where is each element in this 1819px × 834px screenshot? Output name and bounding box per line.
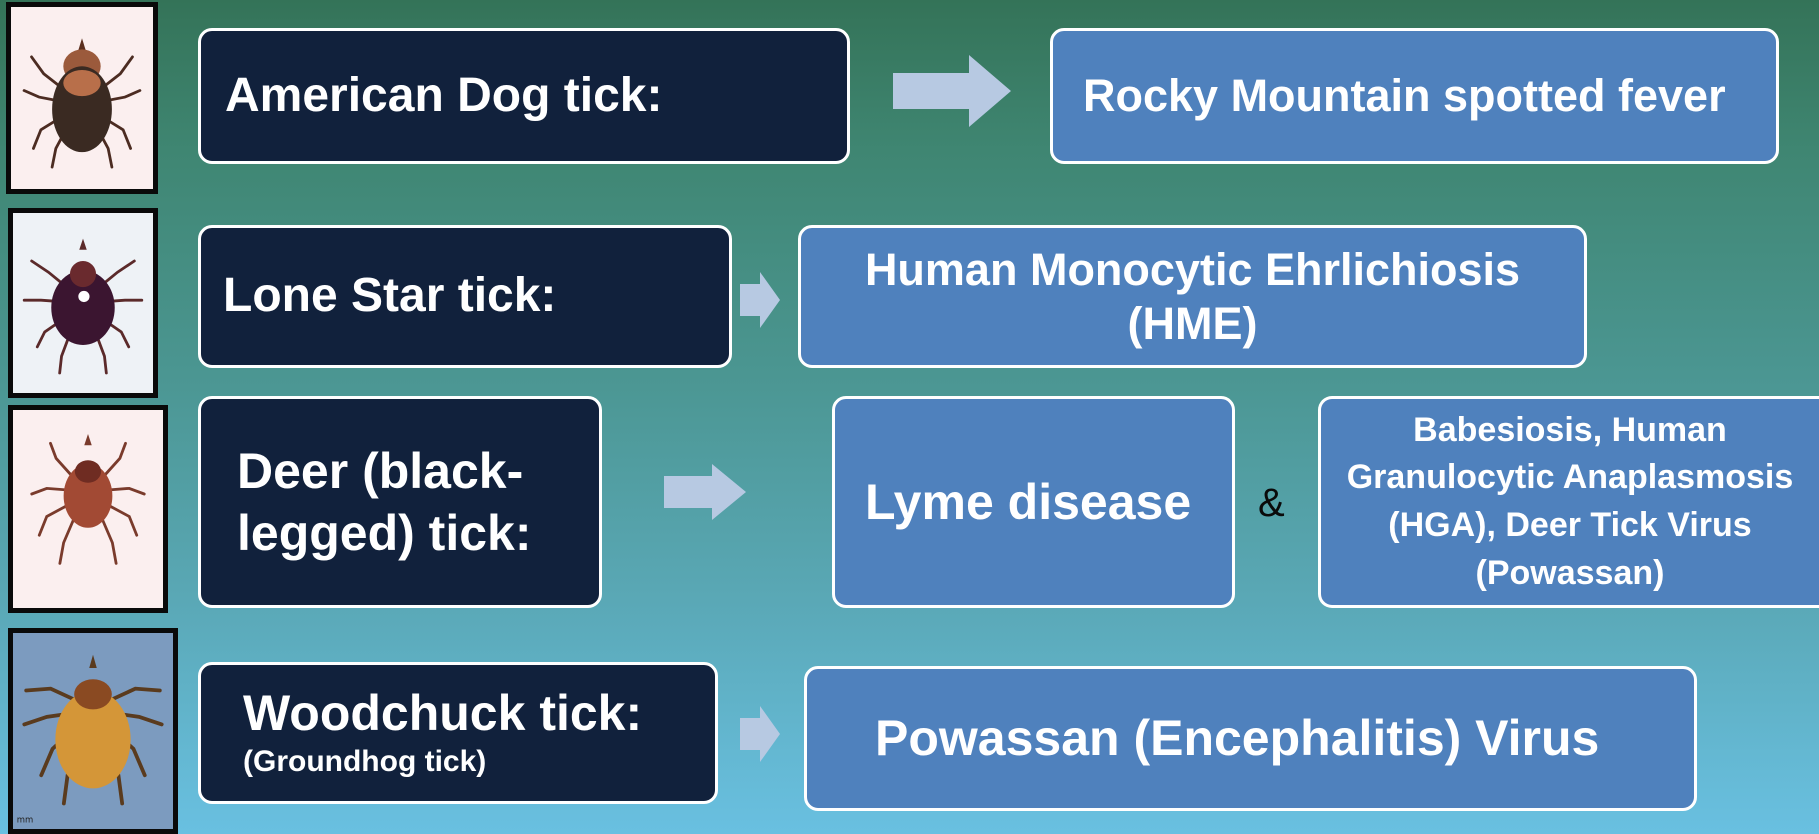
right-arrow-icon — [740, 706, 780, 762]
rocky-mountain-spotted-fever-box: Rocky Mountain spotted fever — [1050, 28, 1779, 164]
lone-star-tick-box: Lone Star tick: — [198, 225, 732, 368]
deer-tick-label: Deer (black-legged) tick: — [237, 440, 567, 565]
tick-illustration — [11, 7, 153, 189]
right-arrow-icon — [664, 464, 746, 520]
deer-tick-box: Deer (black-legged) tick: — [198, 396, 602, 608]
american-dog-tick-box: American Dog tick: — [198, 28, 850, 164]
lyme-disease-box: Lyme disease — [832, 396, 1235, 608]
babesiosis-hga-dtv-box: Babesiosis, Human Granulocytic Anaplasmo… — [1318, 396, 1819, 608]
disease-label: Rocky Mountain spotted fever — [1083, 71, 1776, 121]
hme-box: Human Monocytic Ehrlichiosis (HME) — [798, 225, 1587, 368]
deer-tick-photo — [8, 405, 168, 613]
ampersand-connector: & — [1258, 483, 1285, 523]
right-arrow-icon — [893, 55, 1011, 127]
american-dog-tick-label: American Dog tick: — [225, 70, 847, 123]
woodchuck-tick-photo: mm — [8, 628, 178, 834]
disease-label: Lyme disease — [865, 475, 1232, 530]
disease-label: Human Monocytic Ehrlichiosis (HME) — [843, 243, 1543, 351]
tick-illustration — [13, 410, 163, 608]
disease-label: Babesiosis, Human Granulocytic Anaplasmo… — [1340, 407, 1800, 597]
disease-label: Powassan (Encephalitis) Virus — [875, 711, 1694, 766]
tick-illustration: mm — [13, 633, 173, 829]
powassan-virus-box: Powassan (Encephalitis) Virus — [804, 666, 1697, 811]
lone-star-tick-label: Lone Star tick: — [223, 270, 729, 323]
groundhog-tick-sublabel: (Groundhog tick) — [243, 742, 715, 781]
american-dog-tick-photo — [6, 2, 158, 194]
photo-scale-label: mm — [17, 814, 34, 824]
right-arrow-icon — [740, 272, 780, 328]
woodchuck-tick-label: Woodchuck tick: — [243, 685, 715, 743]
lone-star-tick-photo — [8, 208, 158, 398]
tick-illustration — [13, 213, 153, 393]
woodchuck-tick-box: Woodchuck tick: (Groundhog tick) — [198, 662, 718, 804]
